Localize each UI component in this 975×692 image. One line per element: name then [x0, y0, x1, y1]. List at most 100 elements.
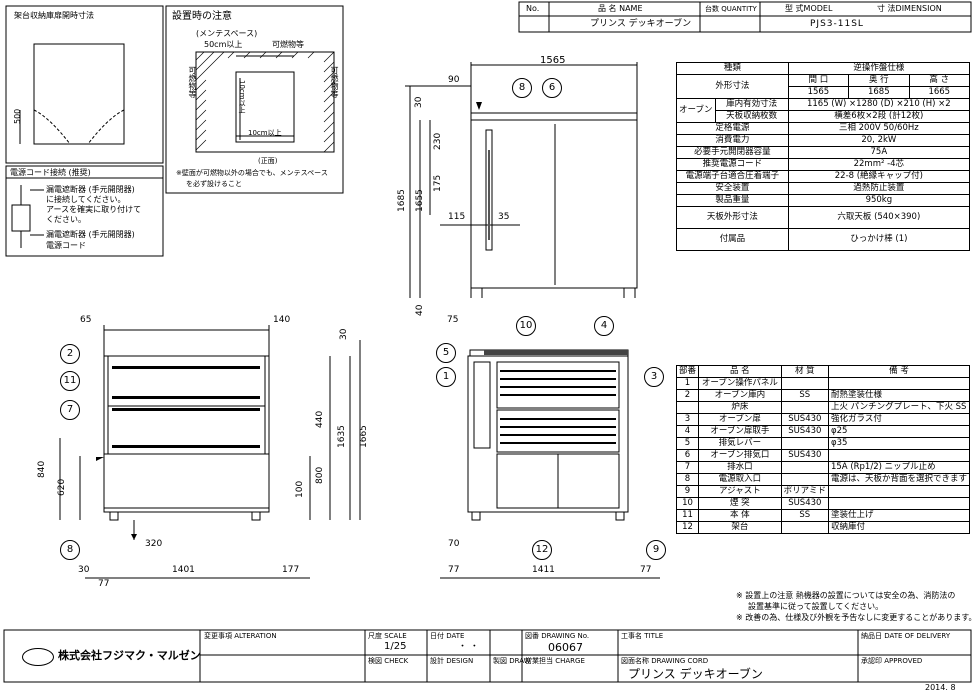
spec-d-label: 奥 行 [848, 74, 910, 87]
dim-front-77: 77 [98, 579, 110, 589]
parts-name: オーブン扉取手 [698, 425, 782, 438]
parts-no: 2 [675, 389, 700, 402]
spec-power-value: 三相 200V 50/60Hz [787, 122, 971, 135]
install-maintenance: (メンテスペース) [196, 29, 258, 38]
date-label: 日付 DATE [430, 632, 465, 640]
spec-switch-value: 75A [787, 146, 971, 159]
install-clear-10-v: 10cm以上 [238, 80, 246, 114]
parts-name: 本 体 [698, 509, 782, 522]
spec-cord-value: 22mm² -4芯 [787, 158, 971, 171]
dim-right-77: 77 [448, 565, 460, 575]
install-title: 設置時の注意 [172, 11, 232, 22]
balloon-front-8: 8 [60, 540, 80, 560]
spec-power-label: 定格電源 [676, 122, 789, 135]
dim-front-1401: 1401 [172, 565, 195, 575]
install-combustible-right: 可燃物等 [330, 66, 339, 98]
dim-front-30b: 30 [78, 565, 90, 575]
company-name: 株式会社フジマク・マルゼン [58, 649, 201, 662]
parts-material: SUS430 [780, 413, 829, 426]
parts-name: アジャスト [698, 485, 782, 498]
balloon-right-12: 12 [532, 540, 552, 560]
balloon-right-5: 5 [436, 343, 456, 363]
approved-label: 承認印 APPROVED [861, 657, 923, 665]
parts-remarks: 電源は、天板か背面を選択できます [827, 473, 971, 486]
dim-right-77b: 77 [640, 565, 652, 575]
parts-material [780, 473, 829, 486]
balloon-right-9: 9 [646, 540, 666, 560]
parts-name: 排気レバー [698, 437, 782, 450]
parts-remarks: 上火 パンチングプレート、下火 SS [827, 401, 971, 414]
parts-material: SS [780, 509, 829, 522]
install-combustible-left: 可燃物等 [188, 66, 197, 98]
dim-side-1655: 1655 [415, 189, 425, 212]
install-front: (正面) [258, 157, 278, 165]
parts-no: 10 [675, 497, 700, 510]
dim-side-230: 230 [433, 132, 443, 150]
drawing-name: プリンス デッキオーブン [628, 667, 763, 681]
parts-material [780, 377, 829, 390]
parts-remarks: 収納庫付 [827, 521, 971, 534]
spec-trays-value: 横差6枚×2段 (計12枚) [787, 110, 971, 123]
parts-no: 8 [675, 473, 700, 486]
drawing-name-label: 図面名称 DRAWING CORD [621, 657, 709, 665]
parts-material: SS [780, 389, 829, 402]
check-label: 検図 CHECK [368, 657, 409, 665]
parts-name: 煙 突 [698, 497, 782, 510]
cord-note-2: に接続してください。 [46, 195, 126, 204]
parts-name: オーブン庫内 [698, 389, 782, 402]
spec-type-value: 逆操作盤仕様 [787, 62, 971, 75]
parts-remarks [827, 497, 971, 510]
spec-oven-label: オーブン [676, 98, 716, 123]
dim-side-175: 175 [433, 174, 443, 192]
install-clear-10-h: 10cm以上 [248, 129, 282, 137]
dim-right-1411: 1411 [532, 565, 555, 575]
spec-terminal-label: 電源端子台適合圧着端子 [676, 170, 789, 183]
scale-value: 1/25 [384, 641, 407, 652]
parts-header-name: 品 名 [698, 365, 782, 378]
install-note-1: ※壁面が可燃物以外の場合でも、メンテスペース [176, 169, 328, 177]
parts-name: 炉床 [698, 401, 782, 414]
parts-no [675, 401, 700, 414]
dim-front-620: 620 [57, 478, 67, 496]
dim-right-75: 75 [447, 315, 459, 325]
dim-side-35: 35 [498, 212, 510, 222]
dim-side-90: 90 [448, 75, 460, 85]
parts-no: 1 [675, 377, 700, 390]
dim-side-40: 40 [415, 304, 425, 316]
parts-remarks: φ25 [827, 425, 971, 438]
parts-material [780, 461, 829, 474]
spec-weight-value: 950kg [787, 194, 971, 207]
spec-terminal-value: 22-8 (絶縁キャップ付) [787, 170, 971, 183]
spec-type-label: 種類 [676, 62, 789, 75]
parts-material: SUS430 [780, 449, 829, 462]
parts-header-remarks: 備 考 [827, 365, 971, 378]
spec-d: 1685 [848, 86, 910, 99]
design-label: 設計 DESIGN [430, 657, 474, 665]
header-product-name: プリンス デッキオーブン [590, 19, 692, 29]
balloon-right-3: 3 [644, 367, 664, 387]
drawing-no-label: 図番 DRAWING No. [525, 632, 590, 640]
dim-front-320: 320 [145, 539, 163, 549]
door-dim: 500 [13, 108, 22, 124]
drawing-no: 06067 [548, 641, 583, 654]
install-combustible-top: 可燃物等 [272, 40, 304, 49]
balloon-front-7: 7 [60, 400, 80, 420]
balloon-front-11: 11 [60, 371, 80, 391]
dim-front-177: 177 [282, 565, 300, 575]
spec-switch-label: 必要手元開閉器容量 [676, 146, 789, 159]
parts-remarks: φ35 [827, 437, 971, 450]
dim-side-115: 115 [448, 212, 466, 222]
spec-inner-value: 1165 (W) ×1280 (D) ×210 (H) ×2 [787, 98, 971, 111]
parts-remarks: 耐熱塗装仕様 [827, 389, 971, 402]
spec-w: 1565 [787, 86, 850, 99]
parts-no: 6 [675, 449, 700, 462]
parts-remarks [827, 377, 971, 390]
